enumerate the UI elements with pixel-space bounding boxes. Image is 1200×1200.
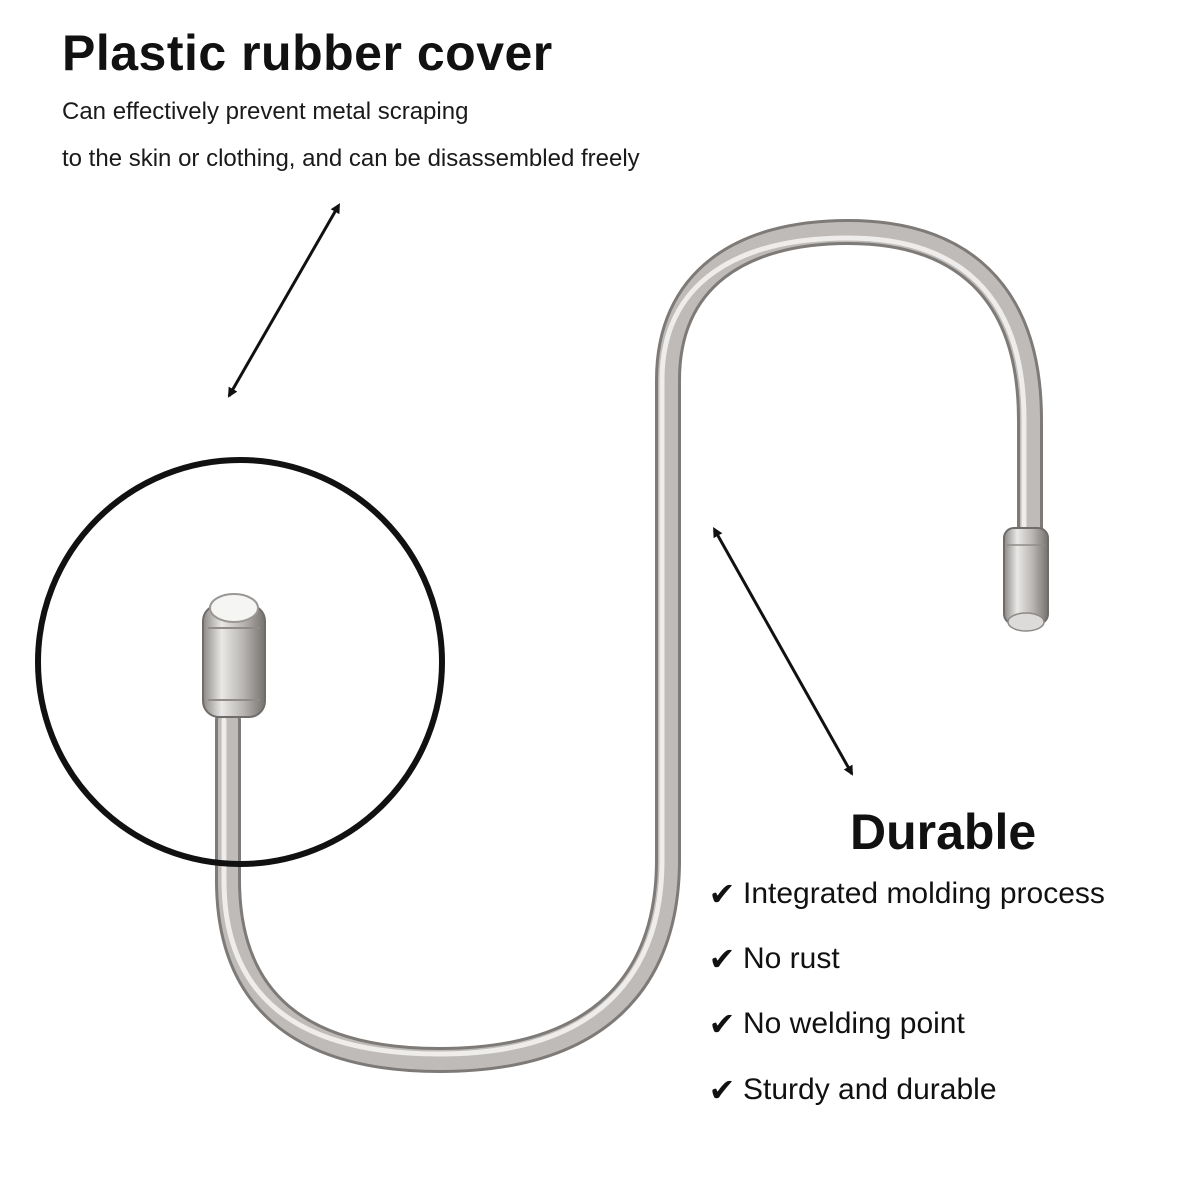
cover-description-line-2: to the skin or clothing, and can be disa… xyxy=(62,145,640,172)
left-rubber-cap xyxy=(202,593,266,718)
s-hook xyxy=(215,218,1043,1074)
check-icon: ✔ xyxy=(708,1072,736,1108)
right-rubber-cap xyxy=(1003,527,1049,632)
feature-item: ✔ Integrated molding process xyxy=(705,877,1105,911)
durable-arrow xyxy=(713,527,854,776)
cover-description-line-1: Can effectively prevent metal scraping xyxy=(62,98,469,125)
cover-title: Plastic rubber cover xyxy=(62,25,553,81)
feature-label: No welding point xyxy=(743,1007,965,1040)
highlight-circle xyxy=(35,457,445,867)
cover-arrow xyxy=(227,203,340,398)
feature-item: ✔ No rust xyxy=(705,942,840,976)
feature-item: ✔ No welding point xyxy=(705,1007,965,1041)
check-icon: ✔ xyxy=(708,1006,736,1042)
durable-title: Durable xyxy=(850,804,1037,860)
feature-label: No rust xyxy=(743,942,840,975)
check-icon: ✔ xyxy=(708,941,736,977)
feature-item: ✔ Sturdy and durable xyxy=(705,1073,997,1107)
check-icon: ✔ xyxy=(708,876,736,912)
feature-label: Sturdy and durable xyxy=(743,1073,997,1106)
feature-label: Integrated molding process xyxy=(743,877,1105,910)
